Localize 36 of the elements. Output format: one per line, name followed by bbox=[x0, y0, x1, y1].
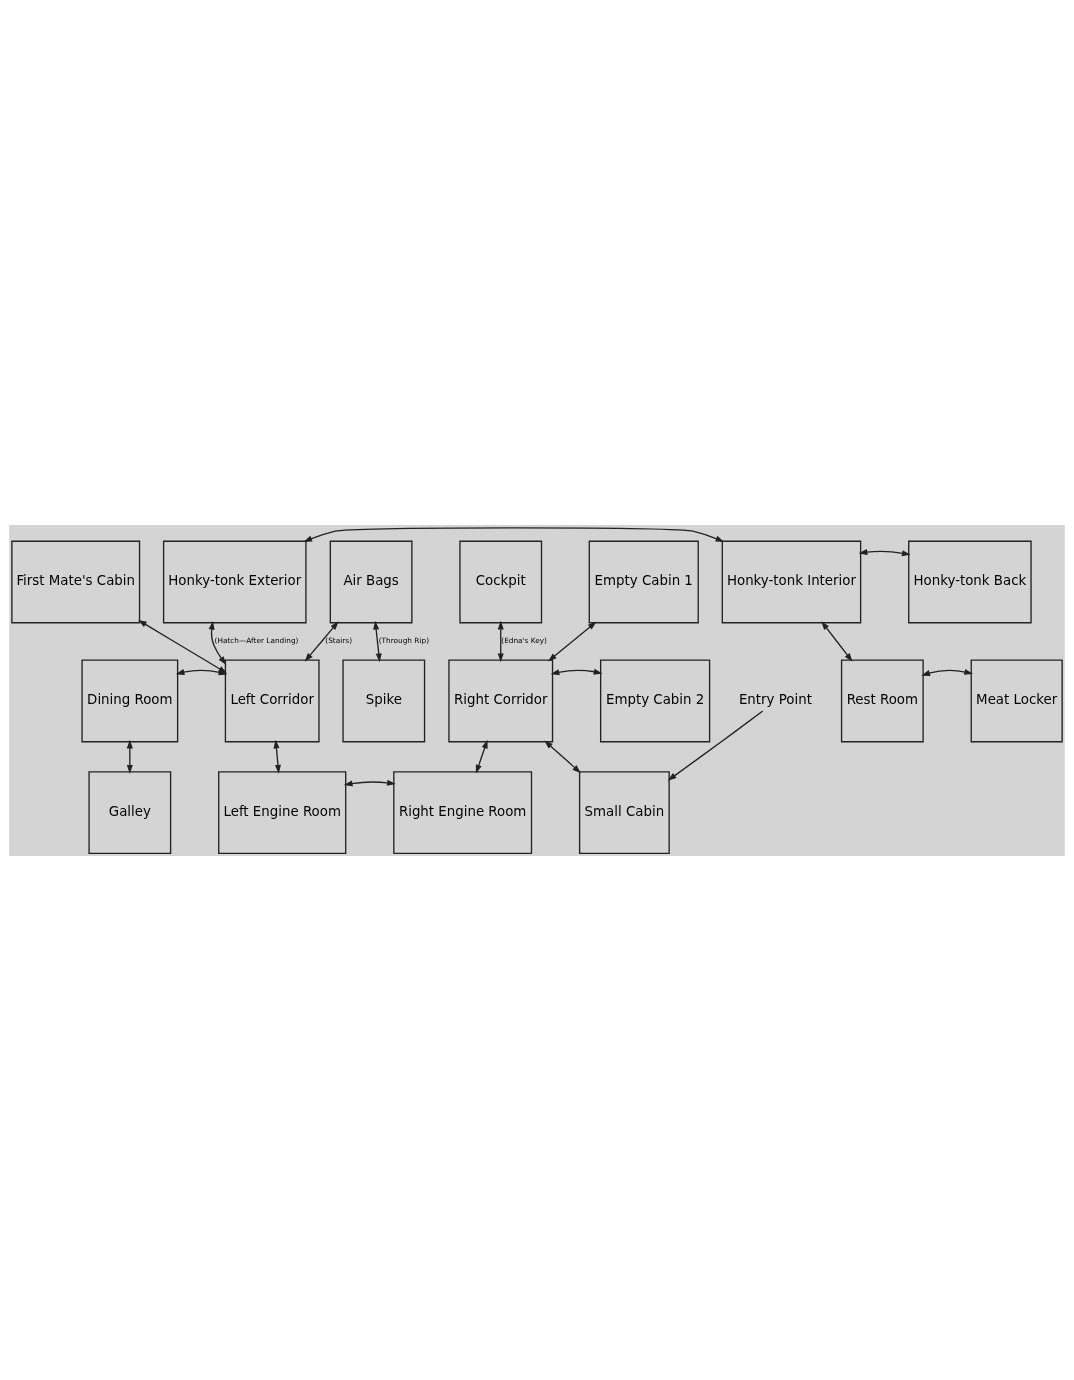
arrow bbox=[548, 621, 597, 661]
node-box: Honky-tonk Interior bbox=[721, 540, 862, 623]
node-box: Right Corridor bbox=[448, 659, 554, 742]
arrow bbox=[821, 620, 853, 662]
node-box: Small Cabin bbox=[578, 770, 670, 854]
arrow bbox=[304, 620, 339, 662]
arrow bbox=[208, 620, 227, 665]
node-box: Left Corridor bbox=[224, 659, 320, 742]
arrow bbox=[475, 739, 488, 774]
arrow bbox=[273, 739, 281, 774]
node-box: Left Engine Room bbox=[218, 770, 347, 854]
arrow bbox=[544, 739, 581, 773]
node-text: Entry Point bbox=[738, 691, 812, 707]
node-box: Air Bags bbox=[329, 540, 413, 623]
arrow bbox=[667, 709, 764, 781]
node-box: Empty Cabin 2 bbox=[600, 659, 711, 742]
node-box: Empty Cabin 1 bbox=[588, 540, 699, 623]
node-box: Honky-tonk Back bbox=[908, 540, 1032, 623]
node-box: Spike bbox=[342, 659, 426, 742]
node-box: Galley bbox=[88, 770, 172, 854]
node-box: Rest Room bbox=[840, 659, 924, 742]
node-box: Cockpit bbox=[459, 540, 543, 623]
node-box: Dining Room bbox=[81, 659, 179, 742]
arrow bbox=[921, 668, 974, 676]
arrow bbox=[497, 620, 504, 662]
arrow bbox=[303, 526, 725, 542]
node-box: Meat Locker bbox=[970, 659, 1063, 742]
arrow bbox=[550, 668, 603, 675]
arrow bbox=[343, 779, 396, 786]
node-box: Right Engine Room bbox=[393, 770, 533, 854]
arrow bbox=[373, 620, 382, 662]
arrow bbox=[175, 668, 228, 675]
arrow bbox=[858, 548, 911, 556]
node-box: Honky-tonk Exterior bbox=[162, 540, 307, 623]
node-box: First Mate's Cabin bbox=[11, 540, 141, 623]
arrow bbox=[126, 739, 133, 774]
